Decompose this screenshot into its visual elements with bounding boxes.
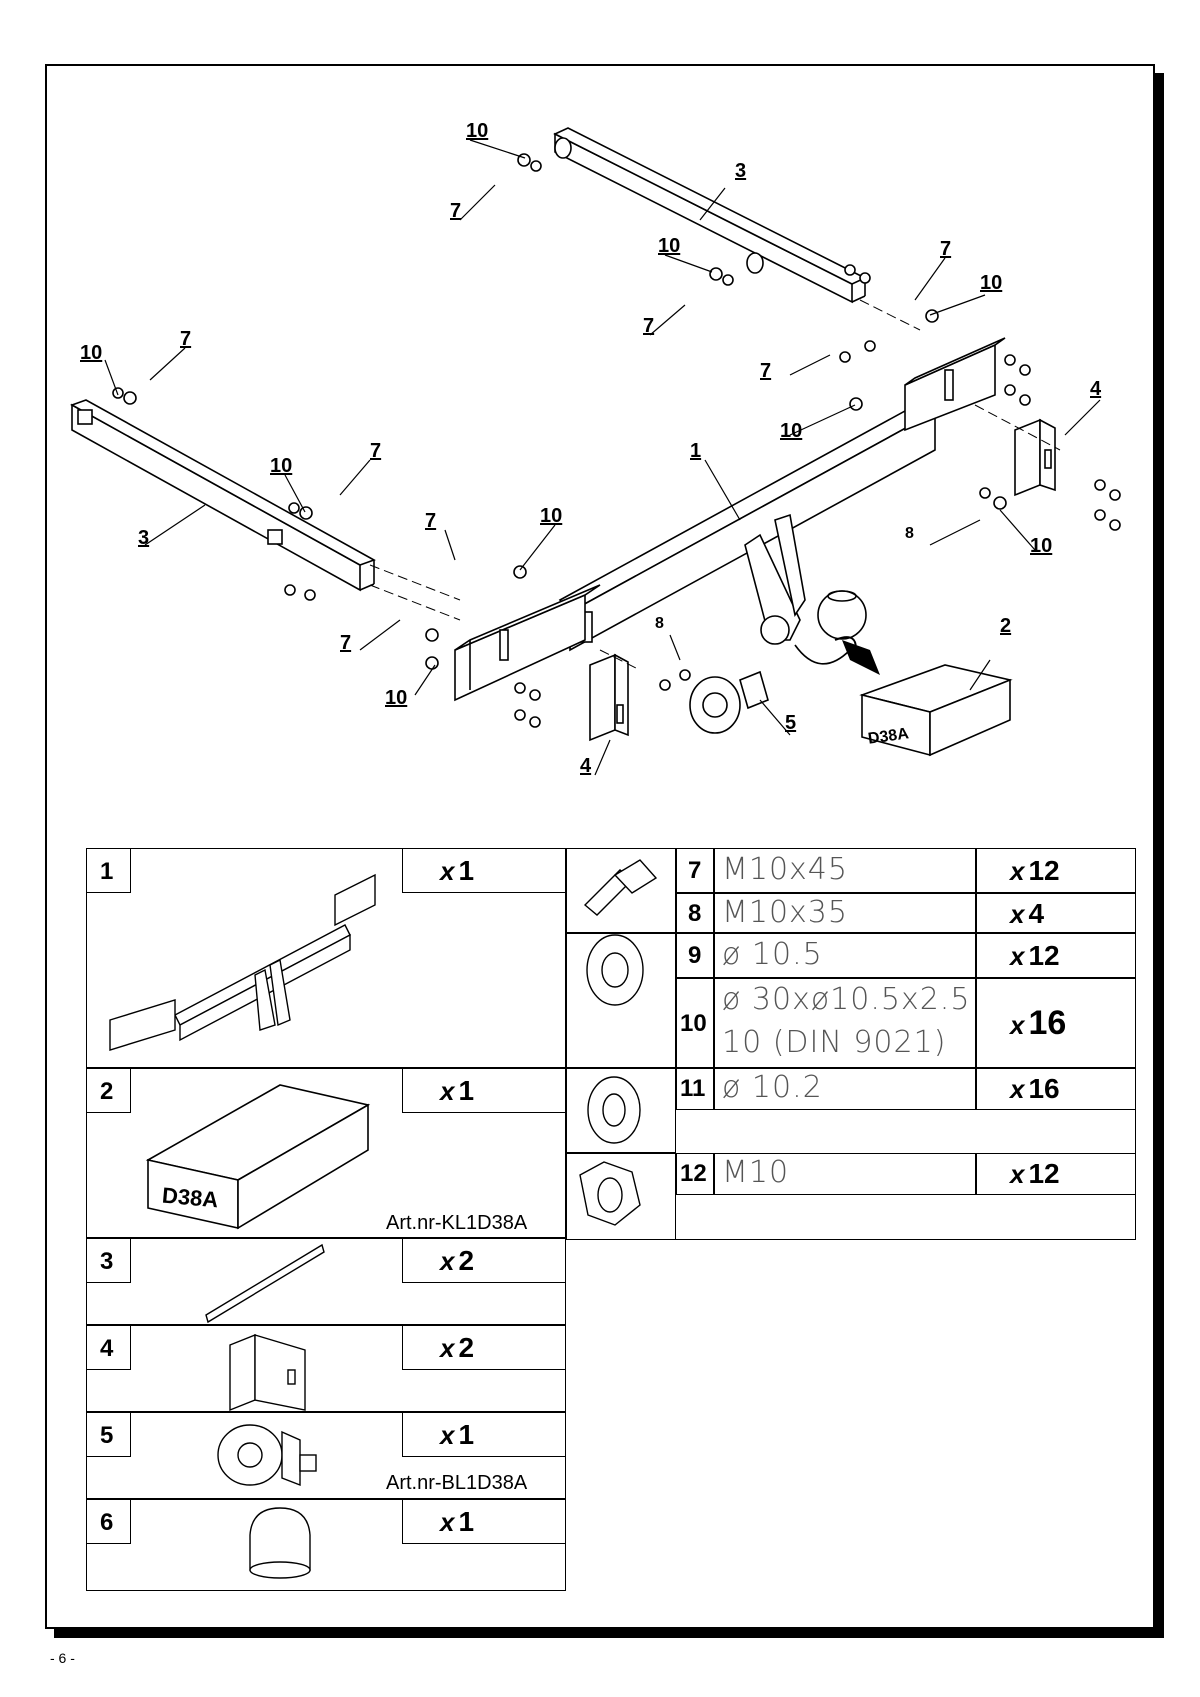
part-spec-standard: 10 (DIN 9021) — [722, 1025, 947, 1060]
leader-lines — [104, 139, 1101, 776]
part-row — [86, 848, 566, 1068]
part-number: 1 — [100, 858, 114, 885]
part-number: 6 — [100, 1509, 114, 1536]
callout: 7 — [425, 510, 437, 532]
part-row — [86, 1068, 566, 1238]
callout: 7 — [180, 328, 192, 350]
callout: 1 — [690, 440, 702, 462]
part-number: 8 — [688, 900, 702, 927]
part-spec: ø 10.5 — [722, 937, 823, 972]
callout: 4 — [580, 755, 592, 777]
callout: 10 — [270, 455, 293, 477]
part-number: 5 — [100, 1422, 114, 1449]
callout: 7 — [450, 200, 462, 222]
rail-left — [70, 399, 376, 592]
callout: 8 — [905, 525, 914, 542]
part-number: 12 — [680, 1160, 707, 1187]
callout: 10 — [80, 342, 103, 364]
article-number: Art.nr-BL1D38A — [386, 1472, 528, 1494]
callout: 10 — [466, 120, 489, 142]
part-spec: ø 10.2 — [722, 1070, 823, 1105]
callout: 3 — [138, 527, 150, 549]
part-number: 9 — [688, 942, 702, 969]
callout: 7 — [370, 440, 382, 462]
kit-box-label: D38A — [161, 1182, 220, 1213]
callout: 7 — [760, 360, 772, 382]
callout: 10 — [385, 687, 408, 709]
fastener-groups — [112, 153, 1121, 728]
part-number: 3 — [100, 1248, 114, 1275]
part-number: 4 — [100, 1335, 114, 1362]
callout: 7 — [340, 632, 352, 654]
main-tube — [454, 337, 1006, 702]
callout: 10 — [540, 505, 563, 527]
part-spec: M10 — [722, 1155, 790, 1190]
page-number: - 6 - — [50, 1650, 75, 1666]
bracket-right — [1014, 418, 1056, 497]
callout: 7 — [940, 238, 952, 260]
part-spec: ø 30xø10.5x2.5 — [722, 982, 971, 1017]
callout: 5 — [785, 712, 797, 734]
part-number: 7 — [688, 857, 702, 884]
exploded-diagram — [70, 127, 1121, 776]
part-number: 2 — [100, 1078, 114, 1105]
kit-box — [859, 664, 1013, 757]
part-spec: M10x45 — [722, 852, 848, 887]
callout: 10 — [980, 272, 1003, 294]
callout: 7 — [643, 315, 655, 337]
socket-plate — [689, 670, 769, 734]
part-number: 10 — [680, 1010, 707, 1037]
part-number: 11 — [680, 1075, 706, 1102]
callout: 8 — [655, 615, 664, 632]
article-number: Art.nr-KL1D38A — [386, 1212, 528, 1234]
callout: 3 — [735, 160, 747, 182]
part-row — [86, 1499, 566, 1591]
callout: 10 — [1030, 535, 1053, 557]
rail-top — [553, 127, 867, 304]
callout: 10 — [658, 235, 681, 257]
part-spec: M10x35 — [722, 895, 848, 930]
callout: 2 — [1000, 615, 1012, 637]
callout: 10 — [780, 420, 803, 442]
callout: 4 — [1090, 378, 1102, 400]
bracket-left — [589, 653, 629, 742]
